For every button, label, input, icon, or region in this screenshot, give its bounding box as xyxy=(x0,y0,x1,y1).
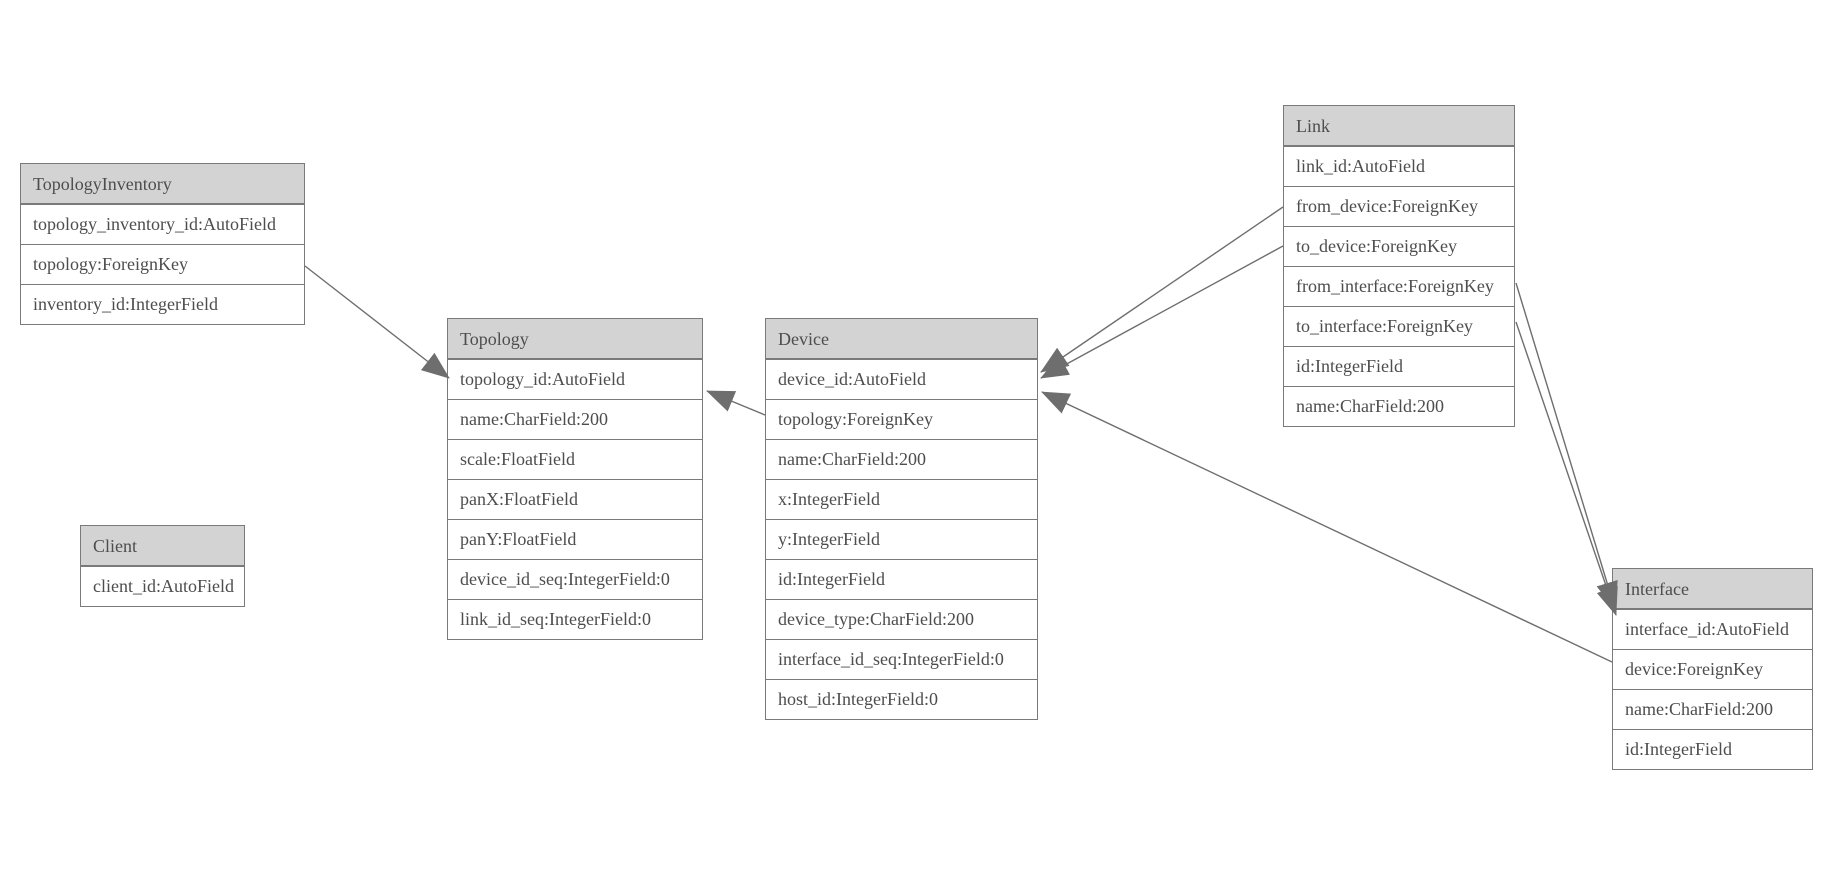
entity-title: Client xyxy=(81,526,244,566)
entity-field-row: name:CharField:200 xyxy=(448,399,702,439)
entity-field-row: topology:ForeignKey xyxy=(766,399,1037,439)
entity-field-row: link_id:AutoField xyxy=(1284,146,1514,186)
entity-field-row: device:ForeignKey xyxy=(1613,649,1812,689)
entity-title: Interface xyxy=(1613,569,1812,609)
entity-field-row: client_id:AutoField xyxy=(81,566,244,606)
relation-topologyinventory-topology xyxy=(304,265,450,379)
entity-field-row: name:CharField:200 xyxy=(1613,689,1812,729)
entity-field-row: topology_id:AutoField xyxy=(448,359,702,399)
entity-field-row: panX:FloatField xyxy=(448,479,702,519)
entity-title: Device xyxy=(766,319,1037,359)
entity-field-row: device_id:AutoField xyxy=(766,359,1037,399)
entity-field-row: topology_inventory_id:AutoField xyxy=(21,204,304,244)
entity-field-row: host_id:IntegerField:0 xyxy=(766,679,1037,719)
entity-field-row: interface_id_seq:IntegerField:0 xyxy=(766,639,1037,679)
entity-field-row: from_device:ForeignKey xyxy=(1284,186,1514,226)
relation-link-to-interface xyxy=(1515,321,1618,616)
entity-field-row: interface_id:AutoField xyxy=(1613,609,1812,649)
entity-field-row: x:IntegerField xyxy=(766,479,1037,519)
entity-field-row: link_id_seq:IntegerField:0 xyxy=(448,599,702,639)
entity-field-row: scale:FloatField xyxy=(448,439,702,479)
entity-field-row: device_id_seq:IntegerField:0 xyxy=(448,559,702,599)
entity-field-row: id:IntegerField xyxy=(766,559,1037,599)
relation-link-from-interface xyxy=(1515,282,1618,610)
entity-field-row: name:CharField:200 xyxy=(766,439,1037,479)
relation-interface-device xyxy=(1041,391,1613,663)
entity-field-row: device_type:CharField:200 xyxy=(766,599,1037,639)
entity-field-row: name:CharField:200 xyxy=(1284,386,1514,426)
entity-field-row: from_interface:ForeignKey xyxy=(1284,266,1514,306)
entity-field-row: topology:ForeignKey xyxy=(21,244,304,284)
relation-device-topology xyxy=(706,390,766,416)
entity-field-row: y:IntegerField xyxy=(766,519,1037,559)
entity-field-row: panY:FloatField xyxy=(448,519,702,559)
relation-link-to-device xyxy=(1040,245,1284,379)
entity-field-row: inventory_id:IntegerField xyxy=(21,284,304,324)
entity-title: Topology xyxy=(448,319,702,359)
entity-title: Link xyxy=(1284,106,1514,146)
entity-field-row: to_interface:ForeignKey xyxy=(1284,306,1514,346)
relation-link-from-device xyxy=(1040,206,1284,373)
entity-title: TopologyInventory xyxy=(21,164,304,204)
entity-field-row: id:IntegerField xyxy=(1284,346,1514,386)
entity-field-row: to_device:ForeignKey xyxy=(1284,226,1514,266)
entity-field-row: id:IntegerField xyxy=(1613,729,1812,769)
